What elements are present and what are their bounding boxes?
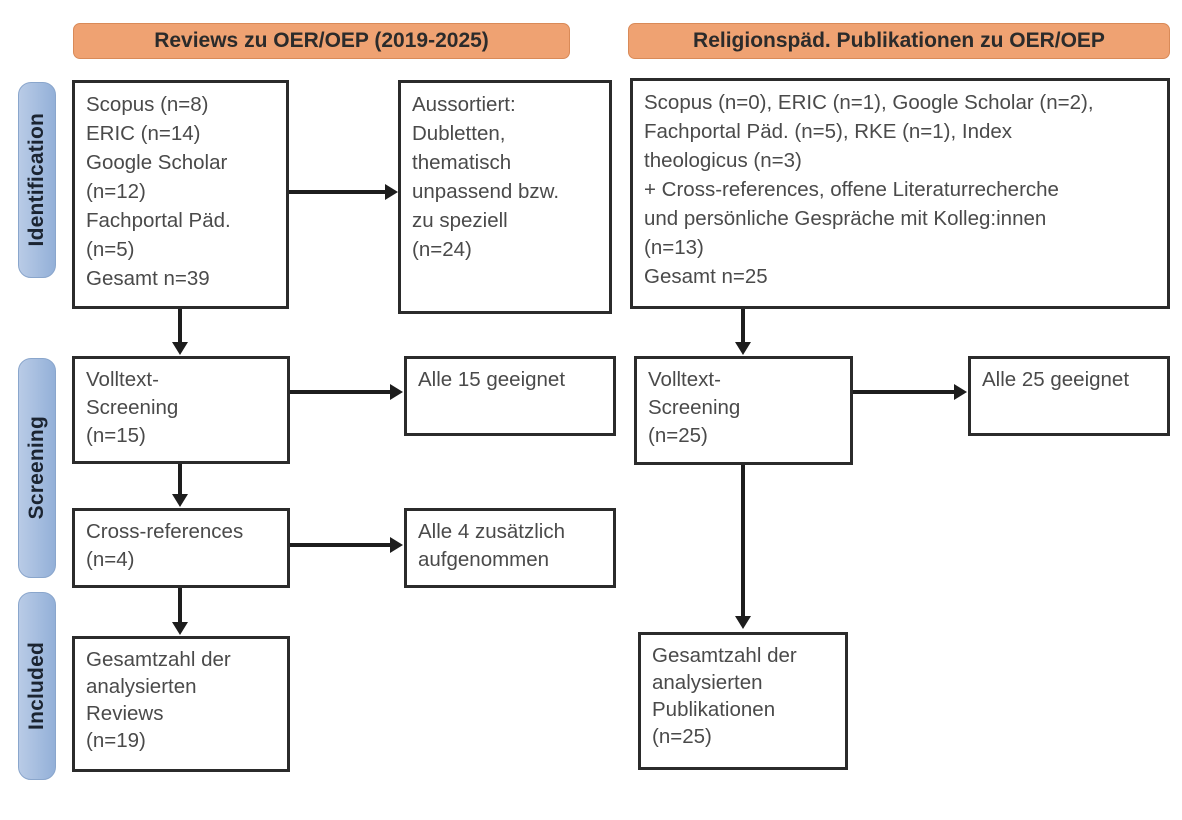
- arrowhead-left-sources-to-screening: [172, 342, 188, 355]
- box-left-screening-fulltext-result: Alle 15 geeignet: [404, 356, 616, 436]
- box-left-screening-crossrefs-result: Alle 4 zusätzlich aufgenommen: [404, 508, 616, 588]
- connector-left-sources-to-screening: [178, 309, 182, 344]
- box-right-identification-sources: Scopus (n=0), ERIC (n=1), Google Scholar…: [630, 78, 1170, 309]
- box-right-screening-fulltext-result: Alle 25 geeignet: [968, 356, 1170, 436]
- box-left-screening-fulltext-result-text: Alle 15 geeignet: [418, 368, 566, 391]
- box-left-identification-excluded: Aussortiert: Dubletten, thematisch unpas…: [398, 80, 612, 314]
- box-right-screening-fulltext: Volltext- Screening (n=25): [634, 356, 853, 465]
- column-header-right-label: Religionspäd. Publikationen zu OER/OEP: [693, 29, 1105, 52]
- connector-left-crossrefs-to-included: [178, 588, 182, 624]
- box-right-screening-fulltext-text: Volltext- Screening (n=25): [648, 368, 741, 447]
- connector-right-sources-to-screening: [741, 309, 745, 344]
- connector-right-fulltext-to-included: [741, 465, 745, 617]
- connector-left-fulltext-to-crossrefs: [178, 464, 182, 496]
- arrowhead-left-fulltext-to-result: [390, 384, 403, 400]
- arrowhead-right-sources-to-screening: [735, 342, 751, 355]
- stage-label-identification: Identification: [25, 113, 48, 247]
- column-header-right: Religionspäd. Publikationen zu OER/OEP: [628, 23, 1170, 59]
- column-header-left: Reviews zu OER/OEP (2019-2025): [73, 23, 570, 59]
- box-left-identification-sources: Scopus (n=8) ERIC (n=14) Google Scholar …: [72, 80, 289, 309]
- box-left-screening-crossrefs: Cross-references (n=4): [72, 508, 290, 588]
- box-left-identification-excluded-text: Aussortiert: Dubletten, thematisch unpas…: [412, 93, 560, 261]
- stage-pill-screening: Screening: [18, 358, 56, 578]
- connector-left-sources-to-excluded: [289, 190, 386, 194]
- arrowhead-left-crossrefs-to-included: [172, 622, 188, 635]
- box-left-screening-fulltext-text: Volltext- Screening (n=15): [86, 368, 179, 447]
- connector-left-crossrefs-to-result: [290, 543, 391, 547]
- arrowhead-left-crossrefs-to-result: [390, 537, 403, 553]
- box-right-included-total: Gesamtzahl der analysierten Publikatione…: [638, 632, 848, 770]
- column-header-left-label: Reviews zu OER/OEP (2019-2025): [154, 29, 489, 52]
- box-left-screening-fulltext: Volltext- Screening (n=15): [72, 356, 290, 464]
- connector-left-fulltext-to-result: [290, 390, 391, 394]
- box-left-screening-crossrefs-text: Cross-references (n=4): [86, 520, 244, 571]
- box-left-included-total: Gesamtzahl der analysierten Reviews (n=1…: [72, 636, 290, 772]
- box-right-screening-fulltext-result-text: Alle 25 geeignet: [982, 368, 1130, 391]
- connector-right-fulltext-to-result: [853, 390, 955, 394]
- arrowhead-right-fulltext-to-result: [954, 384, 967, 400]
- box-right-identification-sources-text: Scopus (n=0), ERIC (n=1), Google Scholar…: [644, 91, 1094, 288]
- arrowhead-left-sources-to-excluded: [385, 184, 398, 200]
- box-left-screening-crossrefs-result-text: Alle 4 zusätzlich aufgenommen: [418, 520, 565, 571]
- arrowhead-right-fulltext-to-included: [735, 616, 751, 629]
- stage-pill-included: Included: [18, 592, 56, 780]
- stage-label-included: Included: [25, 642, 48, 730]
- box-left-identification-sources-text: Scopus (n=8) ERIC (n=14) Google Scholar …: [86, 93, 231, 290]
- stage-label-screening: Screening: [25, 416, 48, 520]
- box-left-included-total-text: Gesamtzahl der analysierten Reviews (n=1…: [86, 648, 231, 752]
- arrowhead-left-fulltext-to-crossrefs: [172, 494, 188, 507]
- stage-pill-identification: Identification: [18, 82, 56, 278]
- box-right-included-total-text: Gesamtzahl der analysierten Publikatione…: [652, 644, 797, 748]
